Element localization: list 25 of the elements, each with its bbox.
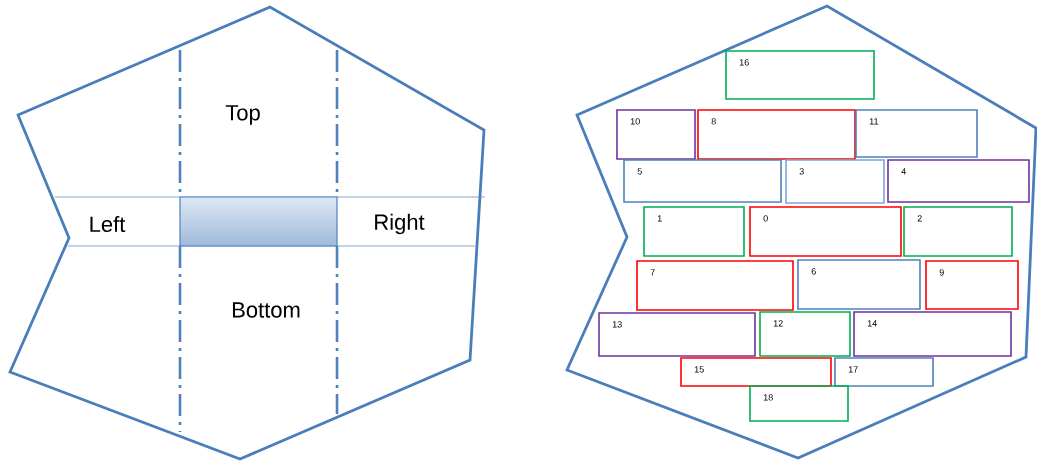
numbered-box: 11: [855, 109, 978, 158]
numbered-box: 7: [636, 260, 794, 311]
numbered-box: 4: [887, 159, 1030, 203]
numbered-box: 17: [834, 357, 934, 387]
numbered-box: 18: [749, 385, 849, 422]
region-label: Right: [375, 213, 425, 235]
numbered-box: 10: [616, 109, 696, 160]
numbered-box: 15: [680, 357, 832, 387]
numbered-box: 0: [749, 206, 902, 257]
region-label: Left: [90, 215, 126, 233]
numbered-box: 6: [797, 259, 921, 310]
hexagon-outline: [565, 4, 1037, 460]
region-label: Bottom: [232, 302, 300, 318]
numbered-box: 13: [598, 312, 756, 357]
numbered-box: 14: [853, 311, 1012, 357]
numbered-box: 12: [759, 311, 851, 357]
shaded-band: [179, 196, 338, 247]
numbered-box: 8: [697, 109, 856, 160]
numbered-box: 9: [925, 260, 1019, 310]
numbered-box: 2: [903, 206, 1013, 257]
numbered-box: 3: [785, 159, 885, 204]
region-label: Top: [225, 105, 260, 125]
numbered-box: 1: [643, 206, 745, 257]
numbered-box: 5: [623, 159, 782, 203]
numbered-box: 16: [725, 50, 875, 100]
